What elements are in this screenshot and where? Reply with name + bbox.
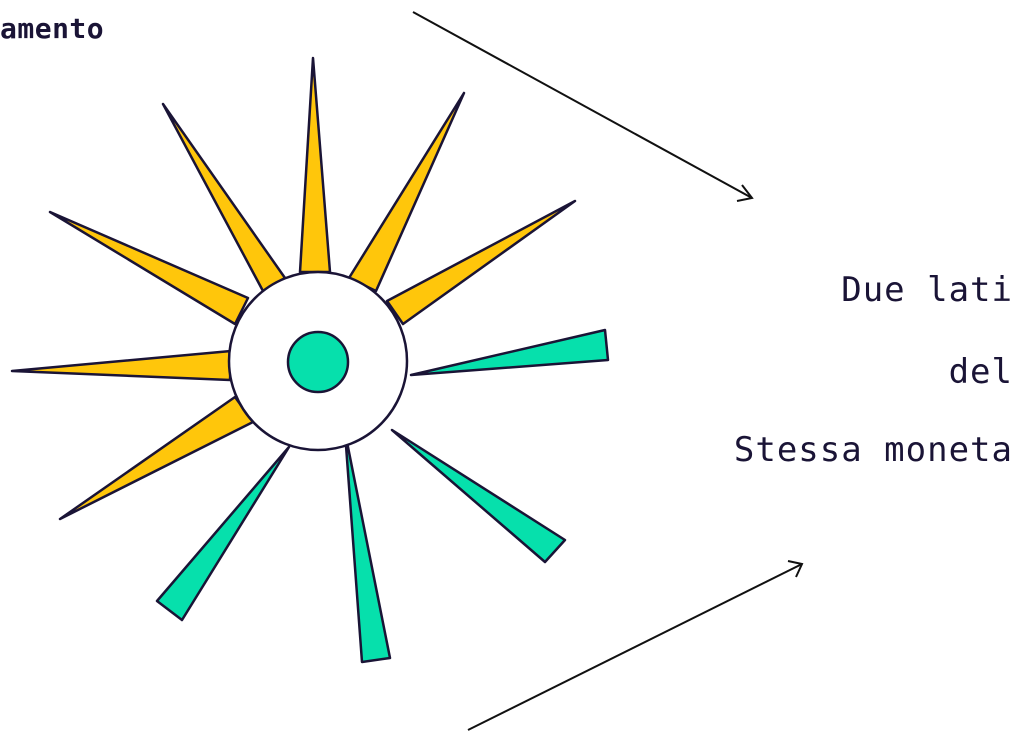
ray-south-west [157, 447, 289, 620]
sun-core-dot [288, 332, 348, 392]
ray-north-east [349, 93, 464, 291]
heading-fragment: amento [0, 12, 104, 45]
ray-south [345, 432, 390, 662]
ray-north [300, 58, 330, 272]
ray-north-west [163, 104, 285, 291]
caption-line-1: Due lati [841, 270, 1013, 310]
ray-west-north-west [50, 212, 248, 324]
caption-line-2: del [949, 352, 1013, 392]
upper-arrow [413, 12, 752, 198]
ray-east-north-east [387, 201, 575, 324]
ray-west-south-west [60, 397, 253, 519]
ray-east [411, 330, 608, 375]
ray-west [12, 351, 231, 380]
lower-arrow [468, 564, 802, 730]
ray-south-east [392, 430, 565, 562]
caption-line-3: Stessa moneta [734, 430, 1013, 470]
